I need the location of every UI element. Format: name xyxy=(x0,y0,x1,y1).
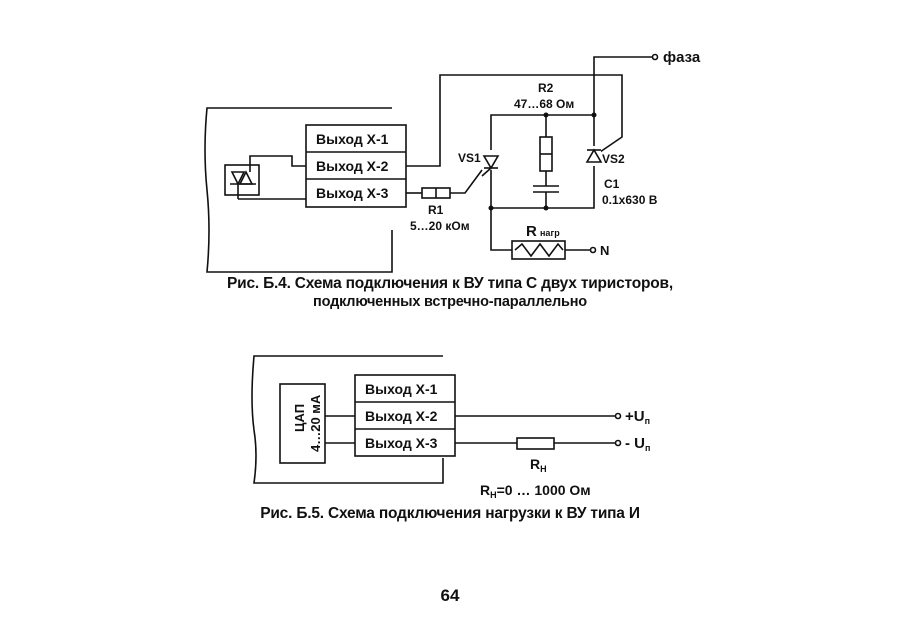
page-number: 64 xyxy=(440,586,460,605)
device-enclosure xyxy=(204,107,393,273)
dac-range: 4…20 мА xyxy=(308,394,323,452)
output-x3-label: Выход Х-3 xyxy=(316,185,389,201)
load-subscript: нагр xyxy=(540,228,560,238)
wire-x2-to-vs2-gate xyxy=(406,74,623,167)
wire-phase xyxy=(593,56,652,115)
output-x1-label: Выход Х-1 xyxy=(316,131,389,147)
dac-label: ЦАП xyxy=(292,404,307,432)
vs1-label: VS1 xyxy=(458,151,481,165)
output-x2-label: Выход Х-2 xyxy=(316,158,389,174)
terminal-block xyxy=(354,374,456,457)
c1-name: C1 xyxy=(604,177,620,191)
phase-label: фаза xyxy=(663,49,701,66)
thyristor-frame xyxy=(490,114,595,209)
optotriac-icon xyxy=(224,155,306,200)
r2-value: 47…68 Ом xyxy=(514,97,574,111)
figure-b5-caption: Рис. Б.5. Схема подключения нагрузки к В… xyxy=(260,505,640,522)
load-resistor xyxy=(511,240,566,260)
c1-value: 0.1х630 В xyxy=(602,193,658,207)
rn-label: RН xyxy=(530,456,547,474)
minus-u-label: - Uп xyxy=(625,435,650,453)
rn-range-label: RН=0 … 1000 Ом xyxy=(480,482,591,500)
figure-b5: Выход Х-1 Выход Х-2 Выход Х-3 ЦАП 4…20 м… xyxy=(251,355,650,500)
output-x3-label: Выход Х-3 xyxy=(365,435,438,451)
figure-b4: Выход Х-1 Выход Х-2 Выход Х-3 фаза R1 5…… xyxy=(204,49,701,273)
wire-r1-to-vs1-gate xyxy=(450,169,483,194)
thyristor-vs1-icon xyxy=(481,150,500,177)
thyristor-vs2-icon xyxy=(585,146,603,166)
r1-name: R1 xyxy=(428,203,444,217)
r1-value: 5…20 кОм xyxy=(410,219,470,233)
device-enclosure xyxy=(251,355,444,484)
output-x1-label: Выход Х-1 xyxy=(365,381,438,397)
r2-name: R2 xyxy=(538,81,554,95)
vs2-label: VS2 xyxy=(602,152,625,166)
resistor-rn xyxy=(516,437,555,450)
load-name: R xyxy=(526,223,537,240)
neutral-label: N xyxy=(600,243,609,258)
dac-block xyxy=(279,383,326,464)
output-x2-label: Выход Х-2 xyxy=(365,408,438,424)
figure-b4-caption-line1: Рис. Б.4. Схема подключения к ВУ типа С … xyxy=(227,275,673,292)
figure-b4-caption-line2: подключенных встречно-параллельно xyxy=(313,294,587,310)
plus-u-label: +Uп xyxy=(625,408,650,426)
